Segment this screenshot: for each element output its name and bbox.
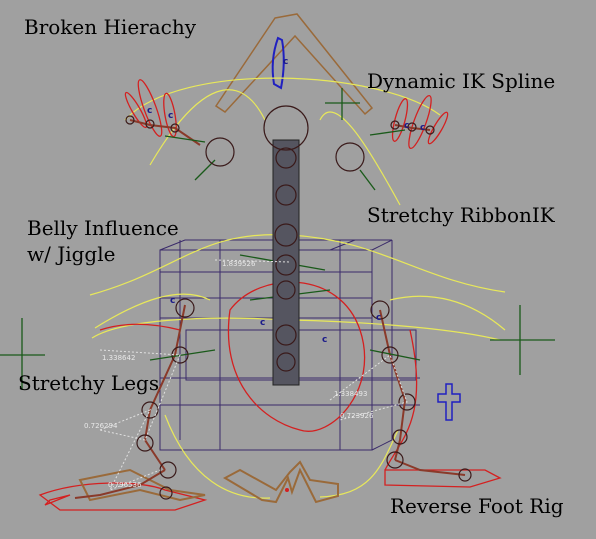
constraint-c-icon: c — [283, 57, 288, 67]
constraint-c-icon: c — [170, 296, 175, 306]
constraint-c-icon: c — [404, 121, 409, 131]
right-leg-upper-readout: 1.338493 — [334, 390, 367, 398]
label-broken-hierarchy: Broken Hierachy — [24, 17, 196, 37]
label-stretchy-ribbon-ik: Stretchy RibbonIK — [367, 205, 555, 225]
label-reverse-foot-rig: Reverse Foot Rig — [390, 496, 564, 516]
label-belly-influence-line1: Belly Influence — [27, 215, 179, 241]
cross-locator-icon[interactable] — [438, 384, 460, 420]
skeleton-bones[interactable] — [75, 120, 465, 498]
belly-distance-readout: 1.839526 — [222, 260, 256, 268]
label-stretchy-legs: Stretchy Legs — [18, 373, 159, 393]
left-leg-lower-readout: 0.796536 — [108, 481, 142, 489]
constraint-c-icon: c — [260, 318, 265, 328]
broken-hierarchy-triangle[interactable] — [216, 14, 372, 114]
label-belly-influence: Belly Influence w/ Jiggle — [27, 215, 179, 267]
constraint-c-icon: c — [376, 313, 381, 323]
label-dynamic-ik-spline: Dynamic IK Spline — [367, 71, 555, 91]
constraint-c-icon: c — [147, 106, 152, 116]
left-leg-upper-readout: 1.338642 — [102, 354, 135, 362]
label-belly-influence-line2: w/ Jiggle — [27, 241, 179, 267]
constraint-c-icon: c — [322, 335, 327, 345]
right-leg-mid-readout: 0.723926 — [340, 412, 374, 420]
constraint-c-icon: c — [168, 111, 173, 121]
constraint-c-icon: c — [420, 123, 425, 133]
left-leg-mid-readout: 0.726294 — [84, 422, 118, 430]
